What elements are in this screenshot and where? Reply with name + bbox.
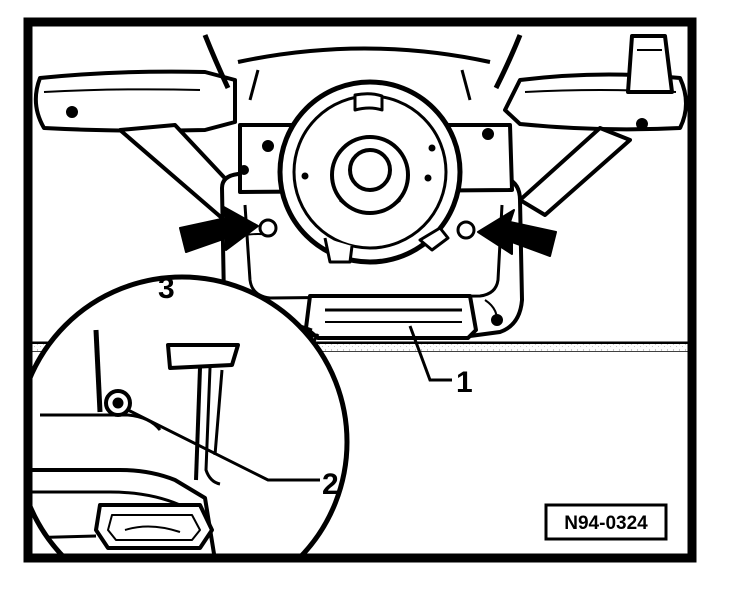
- leader-line-1: [408, 325, 452, 382]
- steering-wheel-spokes: [33, 34, 688, 227]
- mounting-screw-left: [258, 218, 278, 238]
- callout-2: 2: [322, 468, 339, 501]
- reference-code-box: N94-0324: [544, 503, 668, 541]
- reference-code: N94-0324: [564, 513, 648, 534]
- arrow-icon: [477, 209, 557, 257]
- mounting-screw-right: [456, 220, 476, 240]
- leader-line-2: [127, 408, 320, 482]
- clock-spring: [277, 79, 463, 265]
- callout-1: 1: [456, 366, 473, 399]
- arrow-icon: [179, 205, 259, 253]
- callout-3: 3: [158, 272, 175, 305]
- detail-view: [28, 274, 350, 558]
